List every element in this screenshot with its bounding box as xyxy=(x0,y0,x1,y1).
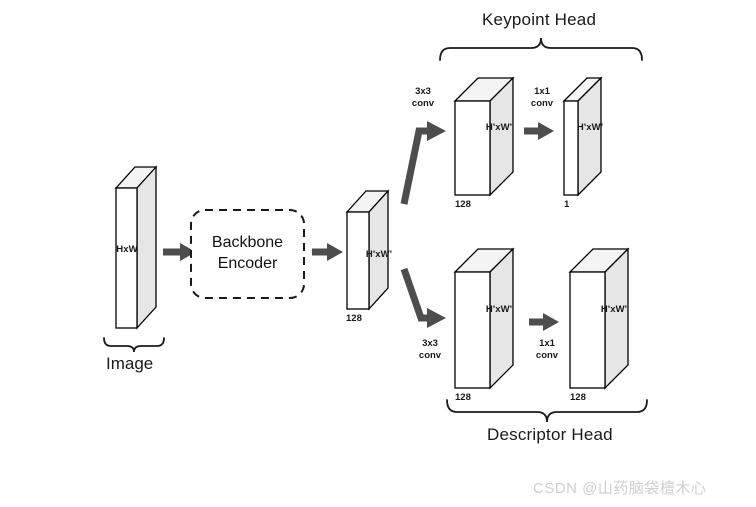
descriptor-conv3x3-label: H'xW' xyxy=(485,304,513,315)
input-block-front-face xyxy=(115,187,138,329)
backbone-encoder-line2: Encoder xyxy=(217,255,278,272)
keypoint-conv3x3-label: H'xW' xyxy=(485,122,513,133)
descriptor-conv3x3-op-line2: conv xyxy=(418,350,442,361)
descriptor-conv3x3-op-line1: 3x3 xyxy=(422,338,438,349)
input-image-block xyxy=(114,165,158,330)
keypoint-conv1x1-op-label: 1x1 conv xyxy=(521,86,563,110)
keypoint-conv1x1-front-face xyxy=(563,100,579,196)
descriptor-conv1x1-label: H'xW' xyxy=(600,304,628,315)
arrow-encoder-to-features xyxy=(312,243,343,261)
backbone-encoder-box xyxy=(190,209,305,299)
backbone-encoder-line1: Backbone xyxy=(211,234,284,251)
keypoint-conv1x1-op-line1: 1x1 xyxy=(534,86,550,97)
descriptor-conv1x1-side-face xyxy=(604,247,629,390)
keypoint-conv3x3-op-label: 3x3 conv xyxy=(402,86,444,110)
feature-block-front-face xyxy=(346,211,370,310)
keypoint-conv3x3-op-line2: conv xyxy=(411,98,435,109)
keypoint-conv1x1-label: H'xW' xyxy=(576,122,604,133)
feature-block-label: H'xW' xyxy=(365,249,393,260)
keypoint-conv1x1-op-line2: conv xyxy=(530,98,554,109)
descriptor-conv3x3-depth-label: 128 xyxy=(455,392,471,403)
descriptor-conv3x3-side-face xyxy=(489,247,514,390)
backbone-encoder-label: Backbone Encoder xyxy=(191,232,304,274)
feature-block-depth-label: 128 xyxy=(346,313,362,324)
descriptor-conv1x1-op-line2: conv xyxy=(535,350,559,361)
descriptor-conv3x3-op-label: 3x3 conv xyxy=(409,338,451,362)
feature-map-block xyxy=(345,189,390,311)
csdn-watermark: CSDN @山药脑袋檀木心 xyxy=(533,480,707,497)
descriptor-conv1x1-front-face xyxy=(569,271,606,389)
keypoint-conv3x3-front-face xyxy=(454,100,491,196)
descriptor-conv3x3-front-face xyxy=(454,271,491,389)
image-brace-label: Image xyxy=(106,354,154,373)
keypoint-conv3x3-op-line1: 3x3 xyxy=(415,86,431,97)
input-block-label: HxW xyxy=(116,244,138,255)
descriptor-conv1x1-op-label: 1x1 conv xyxy=(526,338,568,362)
descriptor-conv1x1-block xyxy=(568,247,630,390)
keypoint-head-title: Keypoint Head xyxy=(482,10,597,29)
image-brace xyxy=(103,337,165,353)
arrow-branch-to-descriptor-head xyxy=(400,267,446,328)
keypoint-conv3x3-block xyxy=(453,76,515,197)
arrow-keypoint-conv3x3-to-conv1x1 xyxy=(524,122,554,140)
keypoint-conv1x1-block xyxy=(562,76,603,197)
keypoint-head-brace xyxy=(439,37,643,61)
keypoint-conv1x1-depth-label: 1 xyxy=(564,199,570,210)
descriptor-head-title: Descriptor Head xyxy=(487,425,613,444)
arrow-image-to-encoder xyxy=(163,243,196,261)
keypoint-conv3x3-depth-label: 128 xyxy=(455,199,471,210)
input-block-side-face xyxy=(136,165,157,330)
descriptor-conv1x1-depth-label: 128 xyxy=(570,392,586,403)
descriptor-head-brace xyxy=(446,399,648,423)
descriptor-conv3x3-block xyxy=(453,247,515,390)
descriptor-conv1x1-op-line1: 1x1 xyxy=(539,338,555,349)
arrow-descriptor-conv3x3-to-conv1x1 xyxy=(529,313,559,331)
arrow-branch-to-keypoint-head xyxy=(400,121,446,205)
